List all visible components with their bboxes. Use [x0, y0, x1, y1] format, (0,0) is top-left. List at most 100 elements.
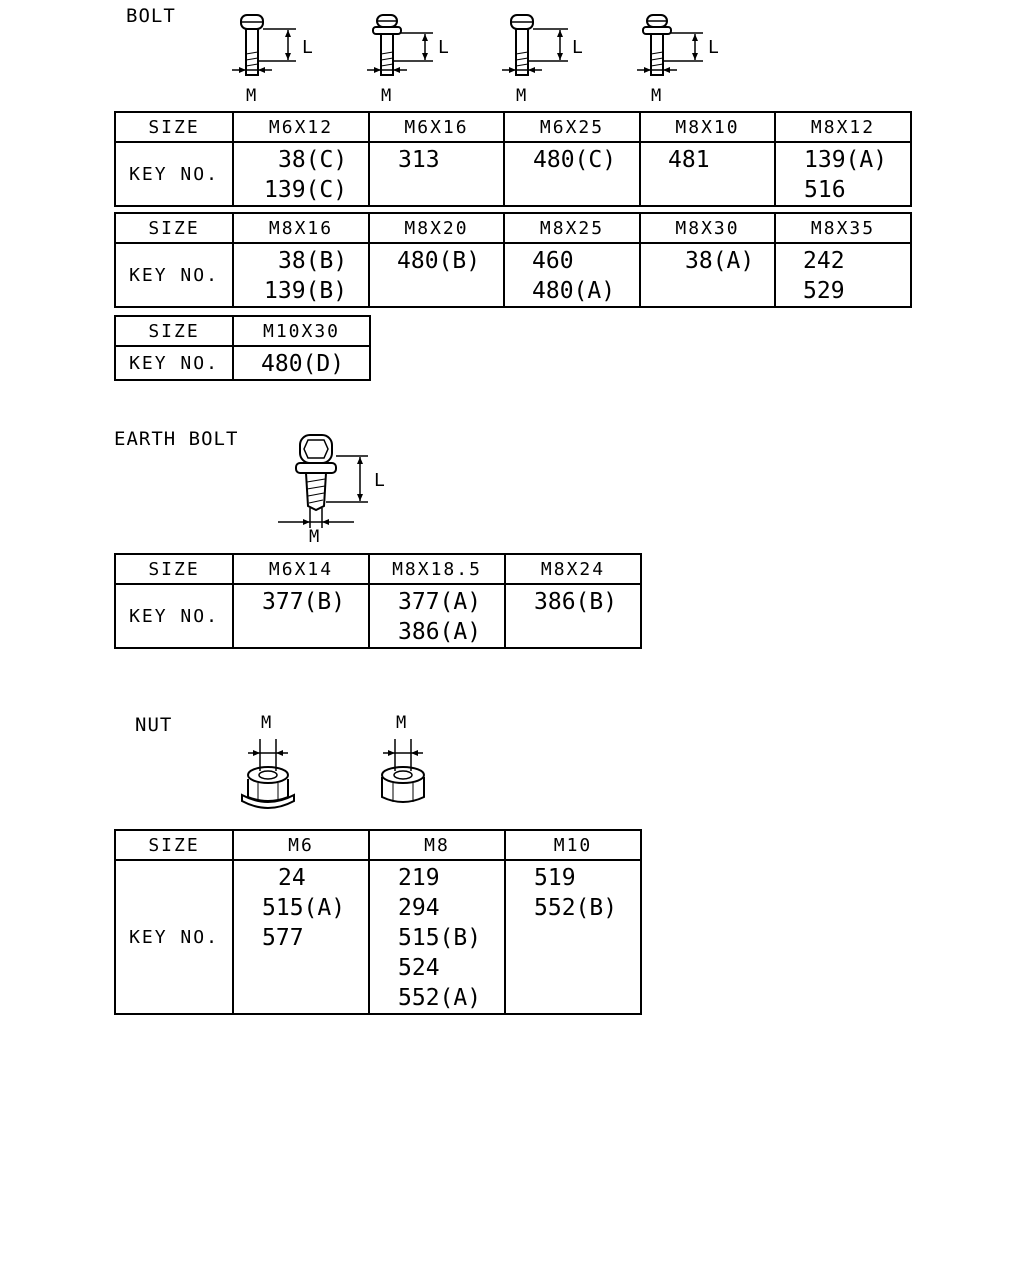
- size-cell: M10X30: [232, 315, 371, 347]
- key-number: 481: [668, 147, 710, 173]
- key-cell: 242 529: [774, 242, 912, 308]
- size-cell: M6: [232, 829, 370, 861]
- key-cell: 481: [639, 141, 776, 207]
- size-cell: M6X14: [232, 553, 370, 585]
- key-number: 377(A): [398, 589, 482, 615]
- flange-bolt-icon: [361, 12, 441, 82]
- diameter-label: M: [651, 86, 662, 106]
- key-number: 480(B): [397, 248, 481, 274]
- diameter-label: M: [381, 86, 392, 106]
- key-number: 515(B): [398, 925, 482, 951]
- length-label: L: [438, 37, 449, 58]
- key-cell: 386(B): [504, 583, 642, 649]
- bolt-size-table-1: SIZE M6X12 M6X16 M6X25 M8X10 M8X12 KEY N…: [114, 111, 912, 207]
- key-number: 386(B): [534, 589, 618, 615]
- key-number: 480(A): [532, 278, 616, 304]
- size-header: SIZE: [114, 553, 234, 585]
- diameter-label: M: [246, 86, 257, 106]
- key-cell: 219 294 515(B) 524 552(A): [368, 859, 506, 1015]
- size-header: SIZE: [114, 315, 234, 347]
- diameter-label: M: [396, 713, 407, 733]
- table-row: KEY NO. 38(B) 139(B) 480(B) 460 480(A) 3…: [114, 242, 912, 308]
- table-header-row: SIZE M6X14 M8X18.5 M8X24: [114, 553, 642, 585]
- table-header-row: SIZE M6 M8 M10: [114, 829, 642, 861]
- length-label: L: [374, 470, 385, 491]
- key-cell: 24 515(A) 577: [232, 859, 370, 1015]
- table-header-row: SIZE M6X12 M6X16 M6X25 M8X10 M8X12: [114, 111, 912, 143]
- key-number: 38(B): [278, 248, 348, 274]
- size-cell: M8X25: [503, 212, 641, 244]
- key-cell: 38(C) 139(C): [232, 141, 370, 207]
- table-row: KEY NO. 38(C) 139(C) 313 480(C) 481 139(…: [114, 141, 912, 207]
- length-label: L: [302, 37, 313, 58]
- key-number: 515(A): [262, 895, 346, 921]
- key-cell: 480(D): [232, 345, 371, 381]
- key-number: 519: [534, 865, 576, 891]
- earth-bolt-section-title: EARTH BOLT: [114, 428, 239, 450]
- key-cell: 460 480(A): [503, 242, 641, 308]
- key-number: 313: [398, 147, 440, 173]
- key-number: 294: [398, 895, 440, 921]
- flange-nut-icon: [234, 735, 304, 815]
- bolt-section-title: BOLT: [126, 5, 176, 27]
- key-cell: 139(A) 516: [774, 141, 912, 207]
- earth-bolt-icon: [274, 432, 374, 532]
- key-number: 139(B): [264, 278, 348, 304]
- key-number: 24: [278, 865, 306, 891]
- key-number: 552(A): [398, 985, 482, 1011]
- key-number: 480(C): [533, 147, 617, 173]
- key-cell: 377(B): [232, 583, 370, 649]
- nut-section-title: NUT: [135, 714, 173, 736]
- size-cell: M8X20: [368, 212, 505, 244]
- size-header: SIZE: [114, 212, 234, 244]
- key-number: 38(C): [278, 147, 348, 173]
- key-number: 460: [532, 248, 574, 274]
- key-no-header: KEY NO.: [114, 583, 234, 649]
- size-header: SIZE: [114, 829, 234, 861]
- table-row: KEY NO. 480(D): [114, 345, 371, 381]
- size-cell: M8X24: [504, 553, 642, 585]
- key-cell: 38(A): [639, 242, 776, 308]
- key-no-header: KEY NO.: [114, 242, 234, 308]
- key-number: 219: [398, 865, 440, 891]
- table-row: KEY NO. 24 515(A) 577 219 294 515(B) 524…: [114, 859, 642, 1015]
- key-number: 480(D): [261, 351, 345, 377]
- length-label: L: [708, 37, 719, 58]
- flange-bolt-icon: [631, 12, 711, 82]
- size-header: SIZE: [114, 111, 234, 143]
- diameter-label: M: [261, 713, 272, 733]
- key-number: 139(A): [804, 147, 888, 173]
- bolt-size-table-3: SIZE M10X30 KEY NO. 480(D): [114, 315, 371, 381]
- diameter-label: M: [309, 527, 320, 547]
- key-number: 38(A): [685, 248, 755, 274]
- key-number: 577: [262, 925, 304, 951]
- hex-bolt-icon: [226, 12, 306, 82]
- key-number: 529: [803, 278, 845, 304]
- size-cell: M6X16: [368, 111, 505, 143]
- key-cell: 519 552(B): [504, 859, 642, 1015]
- key-cell: 313: [368, 141, 505, 207]
- size-cell: M8X30: [639, 212, 776, 244]
- size-cell: M8X18.5: [368, 553, 506, 585]
- key-number: 139(C): [264, 177, 348, 203]
- key-no-header: KEY NO.: [114, 859, 234, 1015]
- key-cell: 38(B) 139(B): [232, 242, 370, 308]
- key-cell: 480(C): [503, 141, 641, 207]
- key-no-header: KEY NO.: [114, 345, 234, 381]
- earth-bolt-size-table: SIZE M6X14 M8X18.5 M8X24 KEY NO. 377(B) …: [114, 553, 642, 649]
- size-cell: M8: [368, 829, 506, 861]
- size-cell: M8X16: [232, 212, 370, 244]
- table-header-row: SIZE M8X16 M8X20 M8X25 M8X30 M8X35: [114, 212, 912, 244]
- size-cell: M8X10: [639, 111, 776, 143]
- key-cell: 377(A) 386(A): [368, 583, 506, 649]
- key-no-header: KEY NO.: [114, 141, 234, 207]
- hex-bolt-icon: [496, 12, 576, 82]
- size-cell: M6X25: [503, 111, 641, 143]
- table-row: KEY NO. 377(B) 377(A) 386(A) 386(B): [114, 583, 642, 649]
- bolt-size-table-2: SIZE M8X16 M8X20 M8X25 M8X30 M8X35 KEY N…: [114, 212, 912, 308]
- key-number: 516: [804, 177, 846, 203]
- key-number: 552(B): [534, 895, 618, 921]
- diameter-label: M: [516, 86, 527, 106]
- size-cell: M8X35: [774, 212, 912, 244]
- hex-nut-icon: [369, 735, 439, 815]
